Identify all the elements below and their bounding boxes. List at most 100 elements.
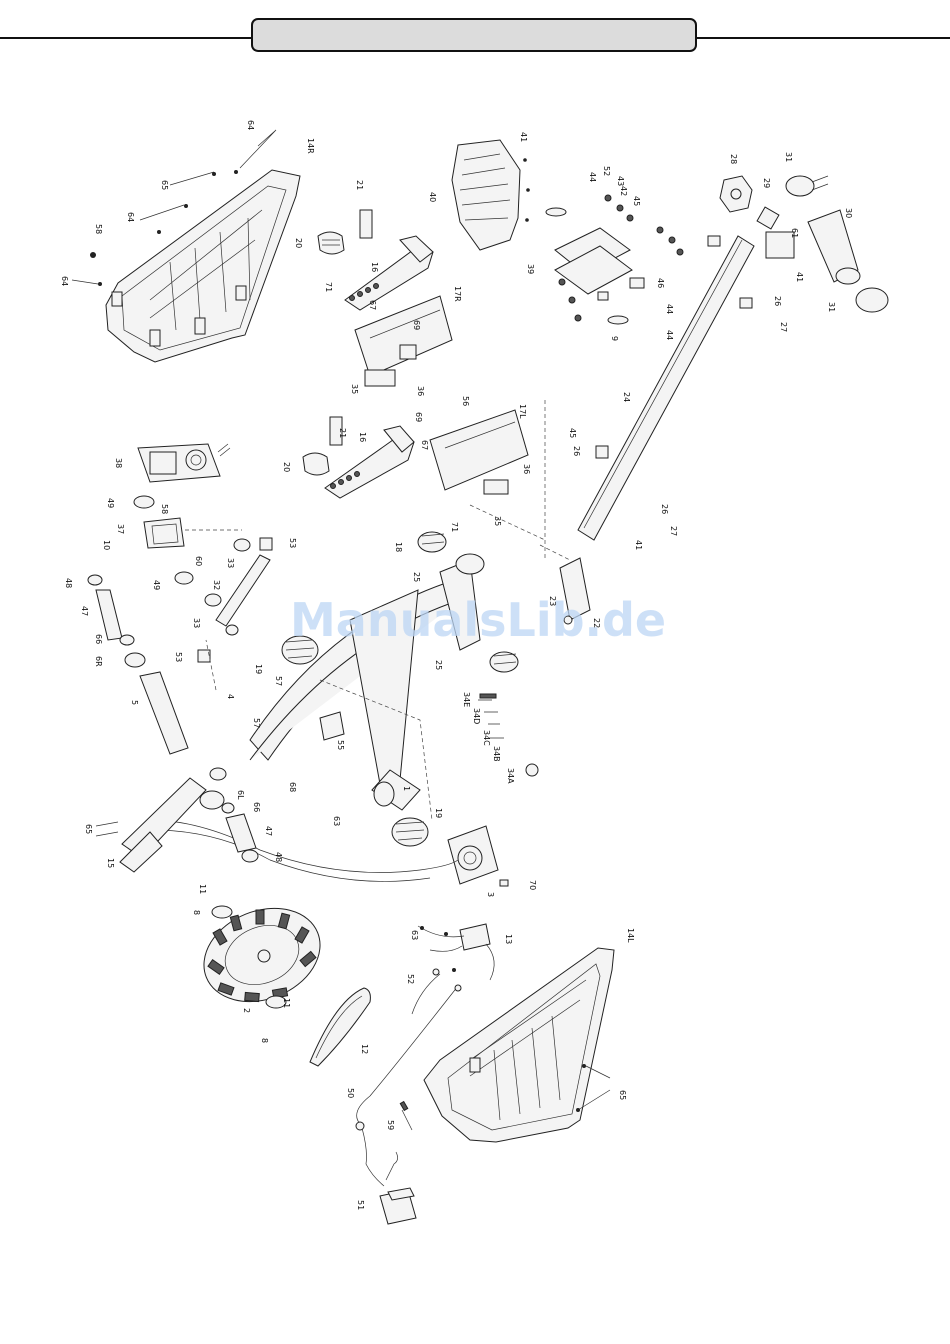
part-label: 42 [619,186,628,196]
part-label: 3 [486,892,495,897]
part-label: 21 [338,428,347,438]
part-label: 25 [412,572,421,582]
part-label: 66 [252,802,261,812]
part-label: 23 [548,596,557,606]
part-label: 24 [622,392,631,402]
power-cable [149,819,459,882]
rail [577,235,755,541]
part-label: 64 [60,276,69,286]
seat-slider-bracket [545,194,684,325]
main-frame [205,400,571,821]
part-label: 17R [453,286,462,302]
arm-link-upper [197,537,273,663]
bolt-59 [399,1100,413,1131]
cover-screws-right [71,129,277,286]
part-label: 27 [779,322,788,332]
part-label: 44 [588,172,597,182]
part-label: 11 [198,884,207,894]
part-label: 48 [274,852,283,862]
handlebar-grip-lower [302,416,415,499]
part-label: 29 [762,178,771,188]
part-label: 26 [660,504,669,514]
part-label: 53 [288,538,297,548]
part-label: 11 [282,998,291,1008]
front-stabilizer [95,767,259,873]
part-label: 9 [610,336,619,341]
part-label: 65 [84,824,93,834]
seat-tube [756,175,889,313]
part-label: 2 [242,1008,251,1013]
frame-end-cap-rear [391,531,519,847]
part-label: 26 [572,446,581,456]
control-board [417,923,495,981]
part-label: 71 [450,522,459,532]
part-label: 16 [370,262,379,272]
part-label: 31 [827,302,836,312]
part-label: 34B [492,746,501,762]
part-label: 45 [632,196,641,206]
part-label: 48 [64,578,73,588]
part-label: 13 [504,934,513,944]
part-label: 71 [324,282,333,292]
part-label: 50 [346,1088,355,1098]
handlebar-post-right [354,295,453,387]
part-label: 35 [350,384,359,394]
part-label: 47 [80,606,89,616]
header-rule-right [697,37,950,39]
part-label: 57 [274,676,283,686]
header-rule-left [0,37,252,39]
frame-end-cap-front [281,635,319,665]
part-label: 27 [669,526,678,536]
part-label: 38 [114,458,123,468]
part-label: 14L [626,928,635,943]
arm-tube [87,574,189,755]
handlebar-grip-upper [317,209,434,311]
watermark: ManualsLib.de [290,593,666,647]
side-cover-left [423,947,615,1143]
part-label: 5 [130,700,139,705]
part-label: 55 [336,740,345,750]
seat-post-knob [719,175,753,213]
cover-screws-left [576,1064,611,1112]
side-cover-right [105,169,301,363]
part-label: 20 [282,462,291,472]
part-label: 33 [192,618,201,628]
drive-belt [309,987,371,1067]
part-label: 63 [410,930,419,940]
part-label: 60 [194,556,203,566]
part-label: 12 [360,1044,369,1054]
part-label: 52 [406,974,415,984]
seat [451,139,530,251]
part-label: 52 [602,166,611,176]
part-label: 8 [260,1038,269,1043]
part-label: 33 [226,558,235,568]
part-label: 16 [358,432,367,442]
part-label: 44 [665,330,674,340]
part-label: 43 [616,176,625,186]
part-label: 20 [294,238,303,248]
part-label: 17L [518,404,527,419]
part-label: 69 [414,412,423,422]
part-label: 68 [288,782,297,792]
part-label: 46 [656,278,665,288]
power-adapter [355,1121,417,1225]
handlebar-post-left [429,409,529,495]
flywheel [203,905,321,1009]
part-label: 25 [434,660,443,670]
part-number-labels: 64 14R 65 64 58 64 21 20 16 71 17R 67 69… [60,120,853,1210]
part-label: 69 [412,320,421,330]
part-label: 51 [356,1200,365,1210]
part-label: 34D [472,708,481,724]
part-label: 56 [461,396,470,406]
part-label: 32 [212,580,221,590]
part-label: 41 [795,272,804,282]
part-label: 22 [592,618,601,628]
part-label: 30 [844,208,853,218]
part-label: 34C [482,730,491,746]
sensor-cable [356,968,462,1125]
part-label: 4 [226,694,235,699]
part-label: 35 [493,516,502,526]
part-label: 65 [618,1090,627,1100]
part-label: 26 [773,296,782,306]
part-label: 53 [174,652,183,662]
